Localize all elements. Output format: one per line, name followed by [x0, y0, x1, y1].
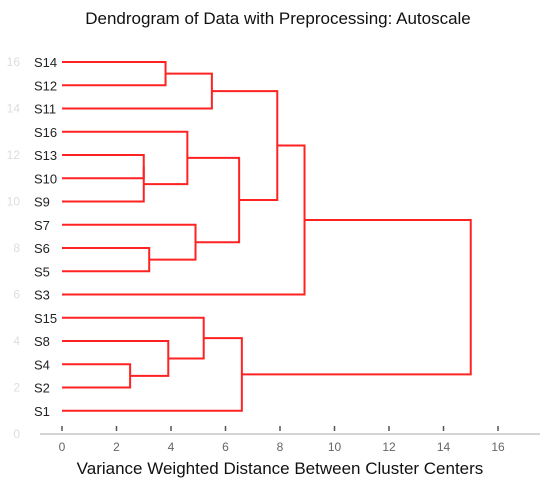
x-tick-label: 6 — [222, 440, 229, 454]
leaf-label-s15: S15 — [34, 311, 57, 326]
leaf-label-s3: S3 — [34, 288, 50, 303]
dendrogram-link-m12 — [62, 337, 243, 412]
dendrogram-link-m8 — [62, 223, 197, 261]
dendrogram-link-m1 — [62, 154, 145, 180]
dendrogram-link-m4 — [62, 363, 132, 389]
y-tick-label: 4 — [13, 334, 20, 348]
y-tick-label: 10 — [7, 195, 21, 209]
y-tick-label: 6 — [13, 288, 20, 302]
y-tick-label: 14 — [7, 102, 21, 116]
y-tick-label: 2 — [13, 381, 20, 395]
y-tick-label: 8 — [13, 241, 20, 255]
dendrogram-link-m9 — [62, 316, 205, 360]
leaf-label-s1: S1 — [34, 404, 50, 419]
chart-title: Dendrogram of Data with Preprocessing: A… — [85, 9, 471, 28]
x-axis-ticks: 0 2 4 6 8 10 12 14 16 — [59, 426, 505, 454]
dendrogram-branches — [62, 61, 472, 412]
dendrogram-link-m10 — [62, 72, 213, 110]
x-tick-label: 14 — [437, 440, 451, 454]
dendrogram-link-m5 — [62, 61, 167, 87]
leaf-label-s2: S2 — [34, 381, 50, 396]
leaf-label-s6: S6 — [34, 241, 50, 256]
y-tick-label: 12 — [7, 148, 21, 162]
y-axis-ticks: 0 2 4 6 8 10 12 14 16 — [7, 55, 21, 441]
x-tick-label: 12 — [382, 440, 396, 454]
leaf-label-s10: S10 — [34, 171, 57, 186]
dendrogram-link-m3 — [62, 247, 151, 273]
leaf-label-s14: S14 — [34, 55, 57, 70]
dendrogram-link-m6 — [62, 340, 170, 377]
y-tick-label: 0 — [13, 427, 20, 441]
leaf-label-s7: S7 — [34, 218, 50, 233]
dendrogram-link-m2 — [62, 166, 145, 203]
leaf-label-s5: S5 — [34, 264, 50, 279]
x-tick-label: 10 — [328, 440, 342, 454]
leaf-label-s16: S16 — [34, 125, 57, 140]
x-axis-label: Variance Weighted Distance Between Clust… — [77, 459, 484, 478]
x-tick-label: 8 — [277, 440, 284, 454]
y-tick-label: 16 — [7, 55, 21, 69]
leaf-label-s11: S11 — [34, 102, 56, 117]
dendrogram-link-m15 — [241, 219, 472, 376]
leaf-label-s9: S9 — [34, 195, 50, 210]
dendrogram-link-m13 — [211, 90, 279, 202]
leaf-label-s12: S12 — [34, 78, 57, 93]
x-tick-label: 4 — [168, 440, 175, 454]
x-tick-label: 16 — [491, 440, 505, 454]
x-tick-label: 2 — [113, 440, 120, 454]
leaf-label-s8: S8 — [34, 334, 50, 349]
x-tick-label: 0 — [59, 440, 66, 454]
dendrogram-link-m7 — [62, 130, 189, 186]
leaf-label-s4: S4 — [34, 357, 50, 372]
leaf-label-s13: S13 — [34, 148, 57, 163]
